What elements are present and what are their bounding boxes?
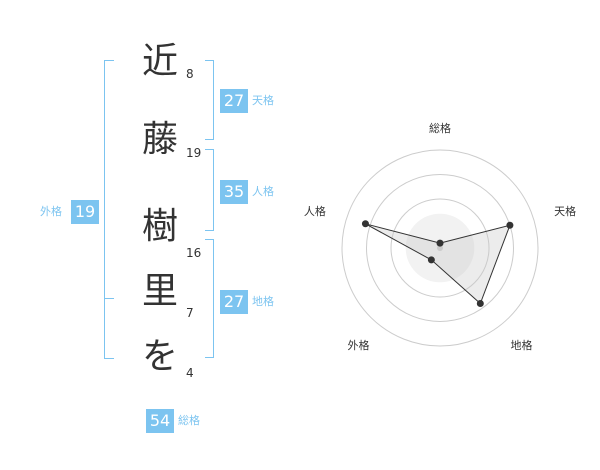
name-char-2: 藤 bbox=[141, 119, 178, 160]
name-char-3: 樹 bbox=[141, 206, 178, 247]
chikaku-value: 27 bbox=[220, 290, 248, 314]
radar-axis-label-5: 人格 bbox=[304, 204, 326, 218]
stroke-count-4: 7 bbox=[186, 306, 194, 320]
radar-point-1 bbox=[436, 239, 444, 247]
tenkaku-label: 天格 bbox=[252, 94, 274, 107]
radar-center-dot bbox=[437, 245, 443, 251]
stroke-count-5: 4 bbox=[186, 366, 194, 380]
gaikaku-label: 外格 bbox=[40, 205, 62, 218]
radar-point-5 bbox=[361, 220, 369, 228]
gaikaku-bracket-tick bbox=[104, 298, 114, 299]
chikaku-label: 地格 bbox=[252, 295, 274, 308]
radar-axis-label-4: 外格 bbox=[347, 338, 369, 352]
jinkaku-label: 人格 bbox=[252, 185, 274, 198]
chikaku-bracket bbox=[205, 239, 214, 358]
stroke-count-3: 16 bbox=[186, 246, 202, 260]
jinkaku-value: 35 bbox=[220, 180, 248, 204]
radar-point-4 bbox=[427, 256, 435, 264]
soukaku-value: 54 bbox=[146, 409, 174, 433]
radar-series-polygon bbox=[365, 223, 511, 305]
name-char-1: 近 bbox=[141, 41, 178, 82]
radar-axis-label-3: 地格 bbox=[511, 338, 533, 352]
name-char-5: を bbox=[141, 336, 178, 377]
stroke-count-1: 8 bbox=[186, 67, 194, 81]
radar-axis-label-2: 天格 bbox=[554, 204, 576, 218]
gaikaku-bracket bbox=[104, 60, 114, 359]
tenkaku-bracket bbox=[205, 60, 214, 140]
tenkaku-value: 27 bbox=[220, 89, 248, 113]
radar-ring-4 bbox=[341, 149, 539, 347]
radar-ring-3 bbox=[366, 174, 514, 322]
radar-axis-label-1: 総格 bbox=[429, 121, 451, 135]
soukaku-label: 総格 bbox=[178, 414, 200, 427]
name-char-4: 里 bbox=[141, 271, 178, 312]
jinkaku-bracket bbox=[205, 149, 214, 231]
radar-point-2 bbox=[506, 221, 514, 229]
stroke-count-2: 19 bbox=[186, 146, 202, 160]
radar-ring-2 bbox=[390, 198, 490, 298]
gaikaku-value: 19 bbox=[71, 200, 99, 224]
radar-point-3 bbox=[476, 299, 484, 307]
